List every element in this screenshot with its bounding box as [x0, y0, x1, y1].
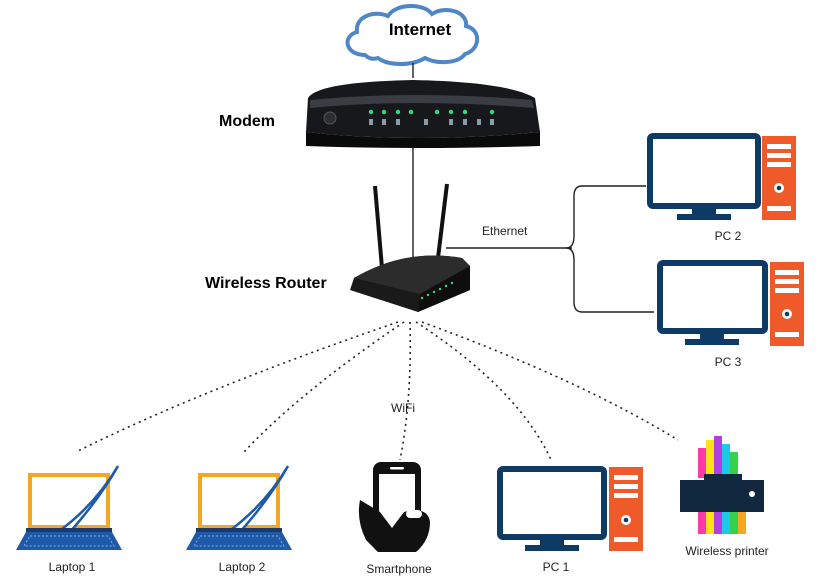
printer-label: Wireless printer: [685, 544, 768, 558]
pc1-label: PC 1: [543, 560, 570, 574]
laptop1-icon: [16, 465, 122, 550]
modem-status-lights: [368, 109, 495, 115]
modem-icon: [306, 80, 540, 148]
wifi-link-smartphone: [399, 321, 412, 461]
smartphone-label: Smartphone: [366, 562, 432, 576]
wifi-links: [75, 321, 679, 463]
ethernet-label: Ethernet: [482, 224, 528, 238]
laptop2-icon: [186, 465, 292, 550]
wifi-link-printer: [421, 321, 679, 441]
pc2-icon: [647, 133, 796, 220]
connections: [412, 148, 654, 313]
modem-label: Modem: [219, 113, 275, 130]
router-label: Wireless Router: [205, 275, 327, 292]
ethernet-brace: [565, 185, 654, 313]
pc3-icon: [657, 260, 804, 346]
printer-icon: [680, 436, 764, 534]
wifi-link-laptop1: [75, 321, 399, 453]
smartphone-icon: [358, 462, 430, 552]
internet-label: Internet: [389, 20, 452, 39]
router-icon: [350, 183, 470, 312]
pc1-icon: [497, 466, 643, 551]
internet-cloud-icon: [345, 4, 480, 66]
wifi-link-pc1: [415, 321, 553, 463]
pc3-label: PC 3: [715, 355, 742, 369]
wifi-link-laptop2: [243, 321, 405, 453]
laptop1-label: Laptop 1: [49, 560, 96, 574]
wifi-label: WiFi: [391, 401, 415, 415]
laptop2-label: Laptop 2: [219, 560, 266, 574]
pc2-label: PC 2: [715, 229, 742, 243]
